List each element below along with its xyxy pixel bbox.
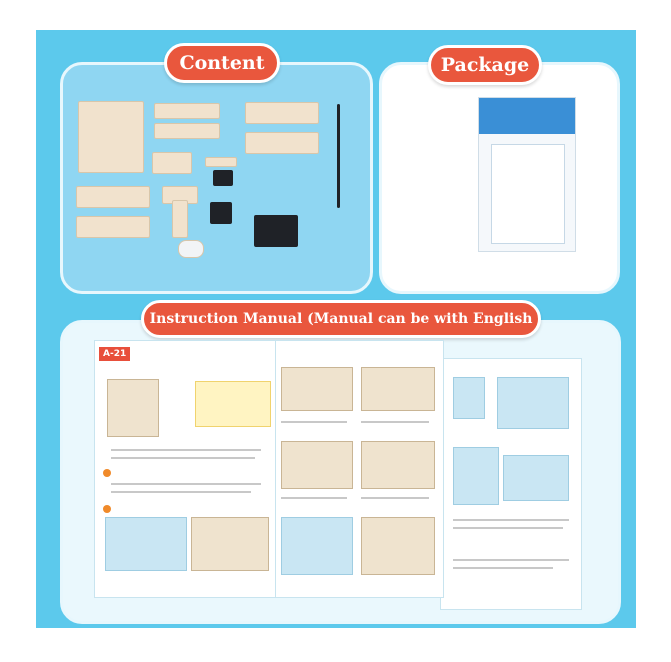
motor xyxy=(178,240,204,258)
manual-page-middle xyxy=(274,340,444,598)
sensor-module xyxy=(213,170,233,186)
page-code: A-21 xyxy=(99,347,131,361)
manual-page-left: A-21 xyxy=(94,340,276,598)
circuit-board xyxy=(210,202,232,224)
cable xyxy=(337,104,340,208)
model-photo xyxy=(107,379,159,437)
manual-label: Instruction Manual (Manual can be with E… xyxy=(141,300,541,359)
bag-header xyxy=(479,98,575,134)
content-label: Content xyxy=(164,43,280,83)
tip-box xyxy=(195,381,271,427)
package-label: Package xyxy=(428,45,542,85)
battery-box xyxy=(254,215,298,247)
base-panel xyxy=(78,101,144,173)
bag-card xyxy=(491,144,565,244)
manual-page-right xyxy=(440,358,582,610)
package-bag-photo xyxy=(478,97,576,252)
